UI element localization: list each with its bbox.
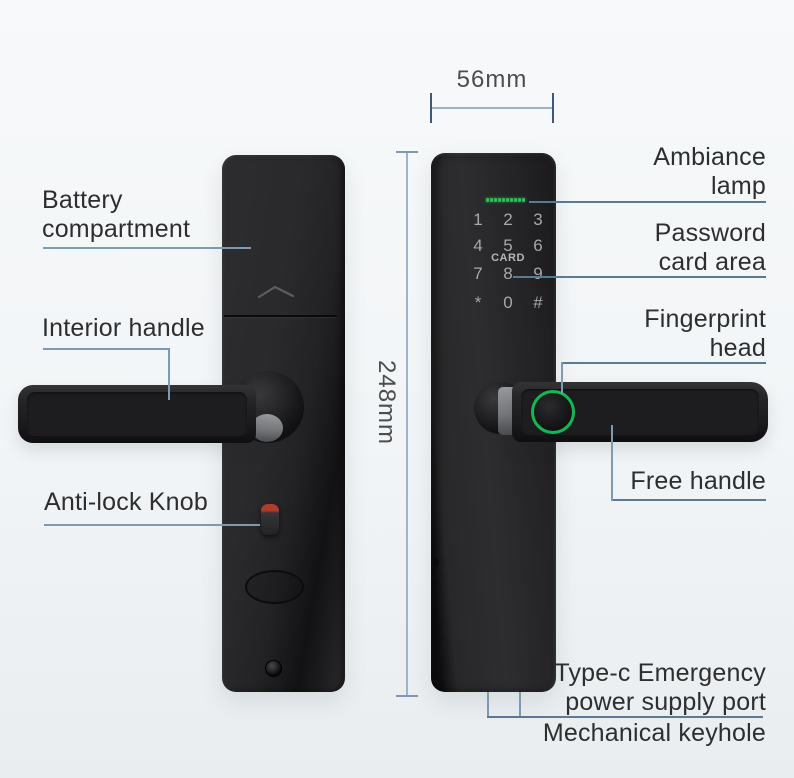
keypad-row-4: * 0 # — [467, 293, 549, 313]
ambiance-led-strip — [486, 198, 525, 202]
bottom-screw — [265, 660, 282, 677]
keypad-key-5: 5 — [503, 236, 513, 255]
interior-handle-leader-line — [43, 348, 170, 350]
callout-ambiance-lamp: Ambiance lamp — [653, 143, 766, 201]
led-dot — [498, 198, 501, 202]
keypad-row-2: 4 5 6 — [467, 236, 549, 256]
callout-password-line1: Password — [654, 219, 766, 247]
anti-lock-knob — [261, 504, 279, 535]
led-dot — [510, 198, 513, 202]
type-c-leader-tick — [487, 692, 489, 717]
width-dimension-tick-left — [430, 93, 432, 123]
callout-mechanical-keyhole-line1: Mechanical keyhole — [542, 719, 766, 747]
free-handle-leader-drop — [611, 425, 613, 501]
interior-handle-leader-drop — [168, 348, 170, 400]
callout-free-handle-line1: Free handle — [630, 467, 766, 495]
keypad-key-9: 9 — [533, 264, 543, 283]
callout-fingerprint-line2: head — [709, 334, 766, 362]
keypad-key-4: 4 — [473, 236, 483, 255]
callout-battery-line2: compartment — [42, 215, 191, 243]
callout-fingerprint-head: Fingerprint head — [644, 305, 766, 363]
callout-free-handle: Free handle — [630, 467, 766, 496]
height-dimension-cap-top — [396, 151, 418, 153]
callout-password-line2: card area — [658, 248, 766, 276]
card-area-label: CARD — [491, 252, 525, 264]
led-dot — [494, 198, 497, 202]
led-dot — [490, 198, 493, 202]
keypad-key-8: 8 — [503, 264, 513, 283]
height-dimension-cap-bottom — [396, 695, 418, 697]
fingerprint-sensor — [531, 390, 575, 434]
interior-handle — [18, 385, 256, 443]
callout-type-c-line2: power supply port — [565, 688, 766, 716]
keypad-row-1: 1 2 3 — [467, 210, 549, 230]
battery-cover-seam — [224, 315, 337, 317]
side-screw-dot — [434, 558, 439, 567]
callout-anti-lock-knob: Anti-lock Knob — [44, 488, 208, 517]
width-dimension-label: 56mm — [456, 66, 528, 93]
callout-interior-handle: Interior handle — [42, 314, 205, 343]
led-dot — [502, 198, 505, 202]
callout-ambiance-line1: Ambiance — [653, 143, 766, 171]
anti-lock-leader-line — [44, 524, 260, 526]
width-dimension-line — [431, 107, 553, 109]
keyhole-cover-oval — [245, 570, 304, 604]
led-dot — [518, 198, 521, 202]
keypad-key-1: 1 — [473, 210, 483, 229]
led-dot — [522, 198, 525, 202]
callout-interior-handle-line1: Interior handle — [42, 314, 205, 342]
callout-fingerprint-line1: Fingerprint — [644, 305, 766, 333]
callout-ambiance-line2: lamp — [711, 172, 766, 200]
callout-battery-compartment: Battery compartment — [42, 186, 190, 244]
battery-leader-line — [43, 247, 251, 249]
keypad-key-2: 2 — [503, 210, 513, 229]
password-leader-line — [513, 276, 766, 278]
width-dimension-tick-right — [552, 93, 554, 123]
height-dimension-line — [406, 152, 408, 697]
callout-type-c: Type-c Emergency power supply port — [554, 659, 766, 717]
interior-handle-collar — [251, 414, 283, 442]
fingerprint-leader-line — [561, 362, 766, 364]
callout-battery-line1: Battery — [42, 186, 123, 214]
keypad-key-hash: # — [533, 293, 543, 312]
ambiance-leader-line — [529, 201, 766, 203]
height-dimension-label: 248mm — [373, 360, 400, 446]
led-dot — [514, 198, 517, 202]
keypad-row-3: 7 8 9 — [467, 264, 549, 284]
callout-password-card-area: Password card area — [655, 219, 766, 277]
free-handle-leader-line — [611, 499, 766, 501]
keypad-key-star: * — [474, 293, 482, 312]
keypad-key-3: 3 — [533, 210, 543, 229]
led-dot — [486, 198, 489, 202]
bottom-leader-line — [487, 716, 763, 718]
callout-type-c-line1: Type-c Emergency — [554, 659, 766, 687]
callout-anti-lock-knob-line1: Anti-lock Knob — [44, 488, 208, 516]
fingerprint-leader-drop — [561, 362, 563, 394]
keyhole-leader-tick — [519, 692, 521, 717]
callout-mechanical-keyhole: Mechanical keyhole — [543, 719, 766, 748]
led-dot — [506, 198, 509, 202]
keypad-key-0: 0 — [503, 293, 513, 312]
keypad-key-6: 6 — [533, 236, 543, 255]
keypad-key-7: 7 — [473, 264, 483, 283]
battery-arrow-icon — [257, 285, 295, 299]
